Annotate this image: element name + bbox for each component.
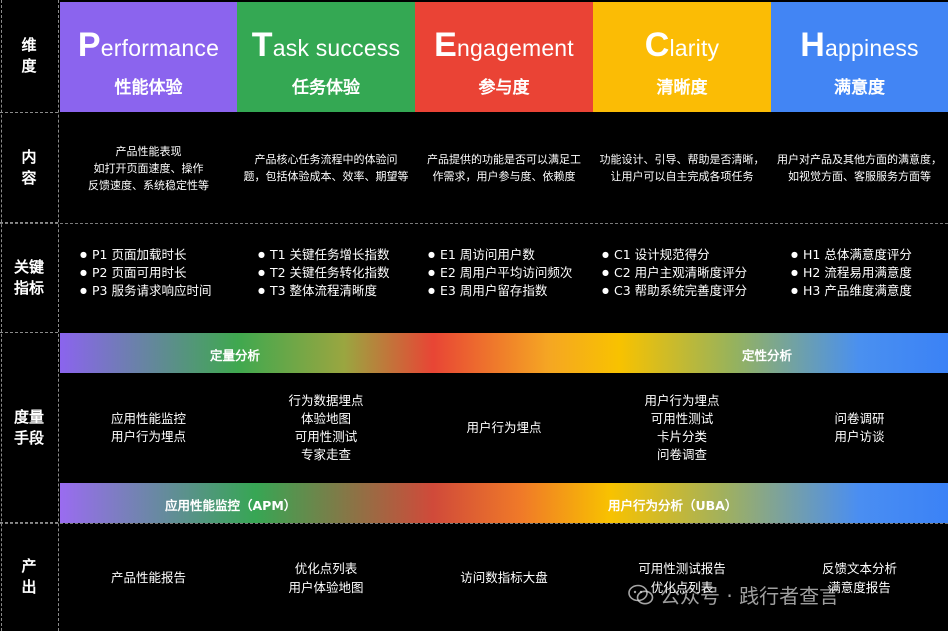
metric-item: T1 关键任务增长指数 xyxy=(258,246,390,264)
output-task-success: 优化点列表 用户体验地图 xyxy=(288,560,364,595)
metric-item: P1 页面加载时长 xyxy=(80,246,211,264)
metric-item: T3 整体流程清晰度 xyxy=(258,282,390,300)
quantitative-analysis-label: 定量分析 xyxy=(210,348,261,363)
header-happiness-title: Happiness xyxy=(800,26,919,64)
header-clarity-title: Clarity xyxy=(644,26,720,64)
content-performance: 产品性能表现 如打开页面速度、操作 反馈速度、系统稳定性等 xyxy=(88,144,209,192)
measurement-task-success: 行为数据埋点 体验地图 可用性测试 专家走查 xyxy=(288,393,364,462)
metric-item: C2 用户主观清晰度评分 xyxy=(602,264,747,282)
metric-item: E3 周用户留存指数 xyxy=(428,282,572,300)
content-engagement: 产品提供的功能是否可以满足工 作需求，用户参与度、依赖度 xyxy=(427,153,581,183)
row-label-dimension: 维 度 xyxy=(0,0,58,113)
qualitative-analysis-label: 定性分析 xyxy=(742,348,793,363)
metric-item: E1 周访问用户数 xyxy=(428,246,572,264)
header-task-success: Task success 任务体验 xyxy=(237,2,415,112)
metric-item: P3 服务请求响应时间 xyxy=(80,282,211,300)
header-clarity-subtitle: 清晰度 xyxy=(656,78,708,98)
output-clarity: 可用性测试报告 优化点列表 xyxy=(638,560,726,595)
output-happiness: 反馈文本分析 满意度报告 xyxy=(821,560,897,595)
measurement-performance: 应用性能监控 用户行为埋点 xyxy=(110,411,186,444)
header-happiness: Happiness 满意度 xyxy=(771,2,948,112)
wechat-icon xyxy=(628,584,654,604)
row-label-content: 内 容 xyxy=(0,113,58,223)
content-happiness: 用户对产品及其他方面的满意度， 如视觉方面、客服服务方面等 xyxy=(777,153,942,183)
metric-item: T2 关键任务转化指数 xyxy=(258,264,390,282)
row-label-measurement: 度量 手段 xyxy=(0,333,58,523)
header-task-success-title: Task success xyxy=(251,26,401,64)
row-label-output: 产 出 xyxy=(21,557,37,596)
measurement-engagement: 用户行为埋点 xyxy=(466,420,542,435)
content-task-success: 产品核心任务流程中的体验问 题，包括体验成本、效率、期望等 xyxy=(243,153,409,183)
metric-item: E2 周用户平均访问频次 xyxy=(428,264,572,282)
metrics-happiness: H1 总体满意度评分 H2 流程易用满意度 H3 产品维度满意度 xyxy=(791,246,912,300)
label-column-divider xyxy=(58,0,59,631)
metrics-engagement: E1 周访问用户数 E2 周用户平均访问频次 E3 周用户留存指数 xyxy=(428,246,572,300)
header-performance-title: Performance xyxy=(77,26,220,64)
row-divider-content xyxy=(0,223,948,224)
monitoring-band: 应用性能监控（APM） 用户行为分析（UBA） xyxy=(60,483,948,523)
measurement-happiness: 问卷调研 用户访谈 xyxy=(834,411,885,444)
watermark: 公众号 · 践行者查言 xyxy=(628,580,839,609)
row-label-metrics: 关键 指标 xyxy=(0,223,58,333)
output-engagement: 访问数指标大盘 xyxy=(460,570,548,585)
row-divider-output xyxy=(0,523,948,524)
apm-label: 应用性能监控（APM） xyxy=(165,498,297,513)
header-performance: Performance 性能体验 xyxy=(60,2,237,112)
metric-item: H3 产品维度满意度 xyxy=(791,282,912,300)
left-border xyxy=(1,0,2,631)
uba-label: 用户行为分析（UBA） xyxy=(608,498,738,513)
header-performance-subtitle: 性能体验 xyxy=(114,78,183,98)
measurement-clarity: 用户行为埋点 可用性测试 卡片分类 问卷调查 xyxy=(644,393,720,462)
metrics-clarity: C1 设计规范得分 C2 用户主观清晰度评分 C3 帮助系统完善度评分 xyxy=(602,246,747,300)
header-task-success-subtitle: 任务体验 xyxy=(292,78,360,98)
metric-item: H2 流程易用满意度 xyxy=(791,264,912,282)
header-engagement-subtitle: 参与度 xyxy=(478,78,530,98)
header-happiness-subtitle: 满意度 xyxy=(834,78,885,98)
metric-item: H1 总体满意度评分 xyxy=(791,246,912,264)
metric-item: C3 帮助系统完善度评分 xyxy=(602,282,747,300)
header-engagement: Engagement 参与度 xyxy=(415,2,593,112)
header-clarity: Clarity 清晰度 xyxy=(593,2,771,112)
metrics-task-success: T1 关键任务增长指数 T2 关键任务转化指数 T3 整体流程清晰度 xyxy=(258,246,390,300)
metric-item: C1 设计规范得分 xyxy=(602,246,747,264)
content-clarity: 功能设计、引导、帮助是否清晰， 让用户可以自主完成各项任务 xyxy=(599,153,765,183)
watermark-text: 公众号 · 践行者查言 xyxy=(660,584,840,608)
metric-item: P2 页面可用时长 xyxy=(80,264,211,282)
header-engagement-title: Engagement xyxy=(434,26,574,64)
analysis-type-band: 定量分析 定性分析 xyxy=(60,333,948,373)
output-performance: 产品性能报告 xyxy=(110,570,186,585)
metrics-performance: P1 页面加载时长 P2 页面可用时长 P3 服务请求响应时间 xyxy=(80,246,211,300)
